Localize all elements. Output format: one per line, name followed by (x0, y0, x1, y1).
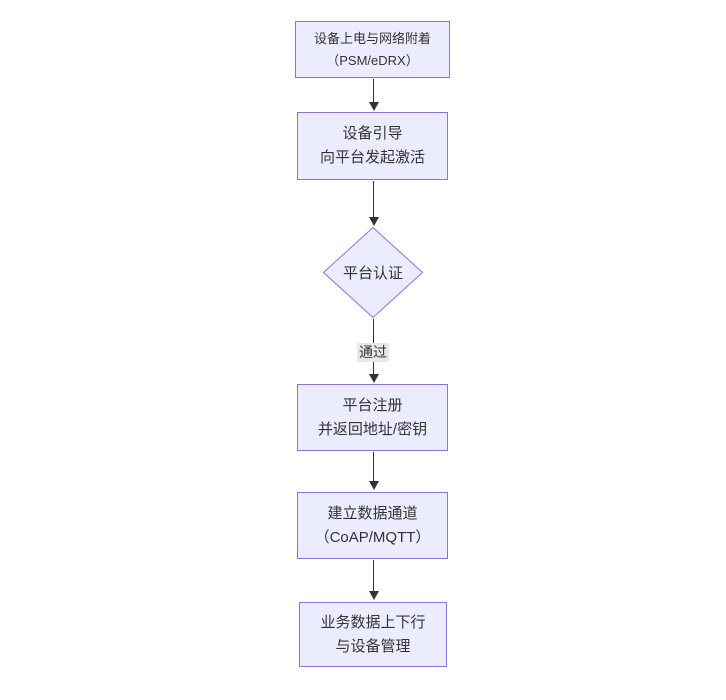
arrow-down-icon (368, 374, 379, 383)
arrow-shaft (373, 452, 374, 481)
node-label-line: 平台注册 (342, 396, 403, 414)
edge-label-pass: 通过 (357, 343, 389, 362)
flow-arrow-4 (368, 452, 379, 490)
node-label-line: 并返回地址/密钥 (317, 420, 428, 438)
node-label-line: 向平台发起激活 (319, 149, 425, 166)
node-label-line: 与设备管理 (335, 637, 411, 655)
node-device-bootstrap-activate: 设备引导 向平台发起激活 (297, 112, 448, 180)
node-label-line: 设备引导 (342, 125, 403, 142)
node-label-line: （CoAP/MQTT） (314, 528, 431, 546)
arrow-shaft (373, 79, 374, 102)
arrow-shaft (373, 560, 374, 591)
node-label-line: 建立数据通道 (327, 504, 418, 522)
node-label-line: 业务数据上下行 (320, 613, 426, 631)
node-platform-registration: 平台注册 并返回地址/密钥 (297, 384, 448, 451)
arrow-shaft (373, 181, 374, 217)
flow-arrow-1 (368, 79, 379, 111)
node-establish-data-channel: 建立数据通道 （CoAP/MQTT） (297, 492, 448, 559)
node-label-line: 设备上电与网络附着 (313, 30, 431, 46)
arrow-down-icon (368, 591, 379, 600)
flow-arrow-5 (368, 560, 379, 600)
arrow-down-icon (368, 481, 379, 490)
flow-arrow-2 (368, 181, 379, 226)
arrow-down-icon (368, 217, 379, 226)
diamond-shape (323, 227, 423, 318)
node-label-line: 平台认证 (342, 265, 403, 282)
node-label-line: （PSM/eDRX） (326, 52, 419, 68)
node-business-data-device-management: 业务数据上下行 与设备管理 (299, 602, 447, 667)
arrow-down-icon (368, 102, 379, 111)
node-device-power-network-attach: 设备上电与网络附着 （PSM/eDRX） (295, 21, 450, 78)
decision-platform-authentication: 平台认证 (323, 227, 423, 318)
